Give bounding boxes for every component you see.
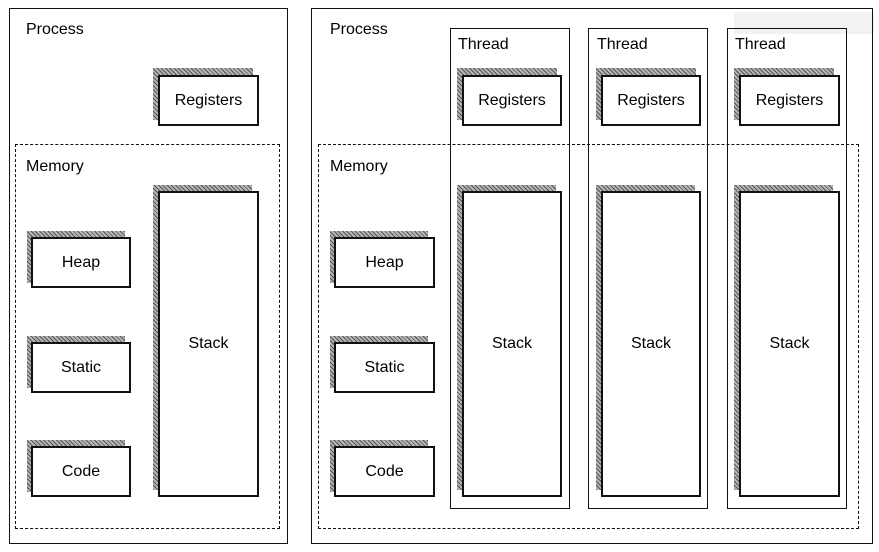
thread-box-2 (588, 28, 708, 509)
heap-label-single: Heap (61, 253, 101, 271)
stack-label-thread-2: Stack (630, 335, 671, 352)
stack-box-thread-3: Stack (739, 191, 840, 497)
process-box-single (9, 8, 288, 544)
stack-label-single: Stack (188, 335, 229, 352)
process-label-multi: Process (330, 21, 388, 38)
process-label-single: Process (26, 21, 84, 38)
memory-label-multi: Memory (330, 158, 388, 175)
thread-label-1: Thread (458, 36, 509, 53)
code-label-multi: Code (365, 462, 404, 480)
memory-label-single: Memory (26, 158, 84, 175)
static-box-single: Static (31, 342, 131, 393)
thread-label-2: Thread (597, 36, 648, 53)
registers-label-single: Registers (174, 91, 243, 109)
registers-box-thread-3: Registers (739, 75, 840, 126)
stack-box-thread-2: Stack (601, 191, 701, 497)
thread-box-1 (450, 28, 570, 509)
stack-label-thread-1: Stack (491, 335, 532, 352)
static-box-multi: Static (334, 342, 435, 393)
thread-label-3: Thread (735, 36, 786, 53)
stack-box-thread-1: Stack (462, 191, 562, 497)
heap-label-multi: Heap (365, 253, 404, 271)
code-label-single: Code (61, 462, 101, 480)
heap-box-multi: Heap (334, 237, 435, 288)
memory-region-single (15, 144, 280, 529)
registers-label-thread-2: Registers (617, 91, 685, 109)
stack-label-thread-3: Stack (769, 335, 810, 352)
registers-box-thread-1: Registers (462, 75, 562, 126)
registers-box-single: Registers (158, 75, 259, 126)
stack-box-single: Stack (158, 191, 259, 497)
process-box-multi (311, 8, 873, 544)
static-label-single: Static (60, 358, 101, 376)
registers-label-thread-3: Registers (755, 91, 824, 109)
code-box-multi: Code (334, 446, 435, 497)
registers-label-thread-1: Registers (478, 91, 546, 109)
thread-box-3 (727, 28, 847, 509)
code-box-single: Code (31, 446, 131, 497)
static-label-multi: Static (364, 358, 405, 376)
heap-box-single: Heap (31, 237, 131, 288)
registers-box-thread-2: Registers (601, 75, 701, 126)
